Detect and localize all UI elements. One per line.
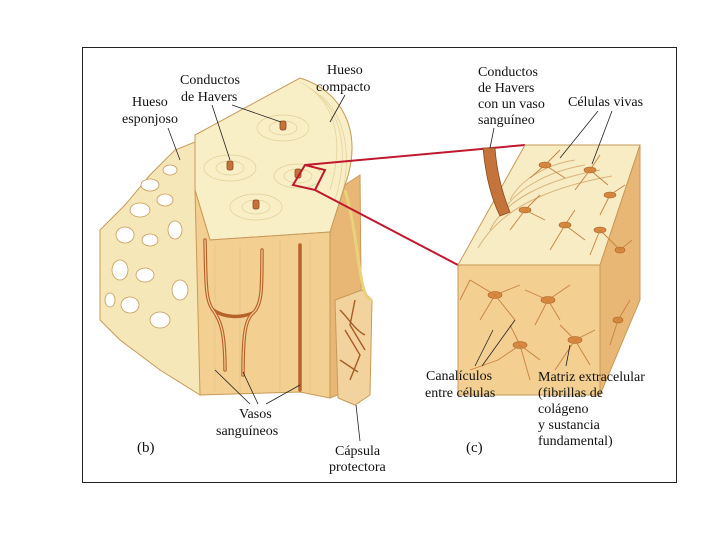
- conductos-vaso-line1: Conductos: [478, 65, 538, 80]
- vasos-sanguineos-line1: Vasos: [239, 407, 272, 422]
- matriz-line5: fundamental): [538, 434, 613, 449]
- matriz-line4: y sustancia: [538, 418, 601, 433]
- conductos-havers-line1: Conductos: [180, 73, 240, 88]
- capsula-leader: [356, 405, 360, 441]
- conductos-vaso-line4: sanguíneo: [478, 113, 535, 128]
- magnified-block: [458, 145, 640, 395]
- hueso-esponjoso-line2: esponjoso: [122, 112, 178, 127]
- capsula-line1: Cápsula: [335, 444, 381, 459]
- matriz-line3: colágeno: [538, 402, 589, 417]
- panel-label-b: (b): [137, 440, 155, 456]
- label-capsula-protectora: Cápsula protectora: [329, 405, 387, 475]
- label-hueso-esponjoso: Hueso esponjoso: [122, 95, 180, 160]
- canaliculos-line1: Canalículos: [426, 369, 492, 384]
- celulas-vivas-text: Células vivas: [568, 95, 643, 110]
- matriz-line2: (fibrillas de: [538, 386, 603, 401]
- hueso-compacto-line1: Hueso: [327, 63, 363, 78]
- canaliculos-line2: entre células: [425, 386, 495, 401]
- hueso-compacto-line2: compacto: [316, 80, 370, 95]
- label-conductos-vaso: Conductos de Havers con un vaso sanguíne…: [478, 65, 545, 148]
- bone-block: [100, 78, 372, 405]
- conductos-vaso-line2: de Havers: [478, 81, 534, 96]
- matriz-line1: Matriz extracelular: [538, 370, 645, 385]
- panel-label-c: (c): [466, 440, 483, 456]
- vasos-sanguineos-line2: sanguíneos: [216, 424, 278, 439]
- hueso-esponjoso-line1: Hueso: [132, 95, 168, 110]
- conductos-havers-line2: de Havers: [181, 90, 237, 105]
- conductos-vaso-line3: con un vaso: [478, 97, 545, 112]
- capsula-line2: protectora: [329, 460, 387, 475]
- conductos-vaso-leader: [490, 128, 494, 148]
